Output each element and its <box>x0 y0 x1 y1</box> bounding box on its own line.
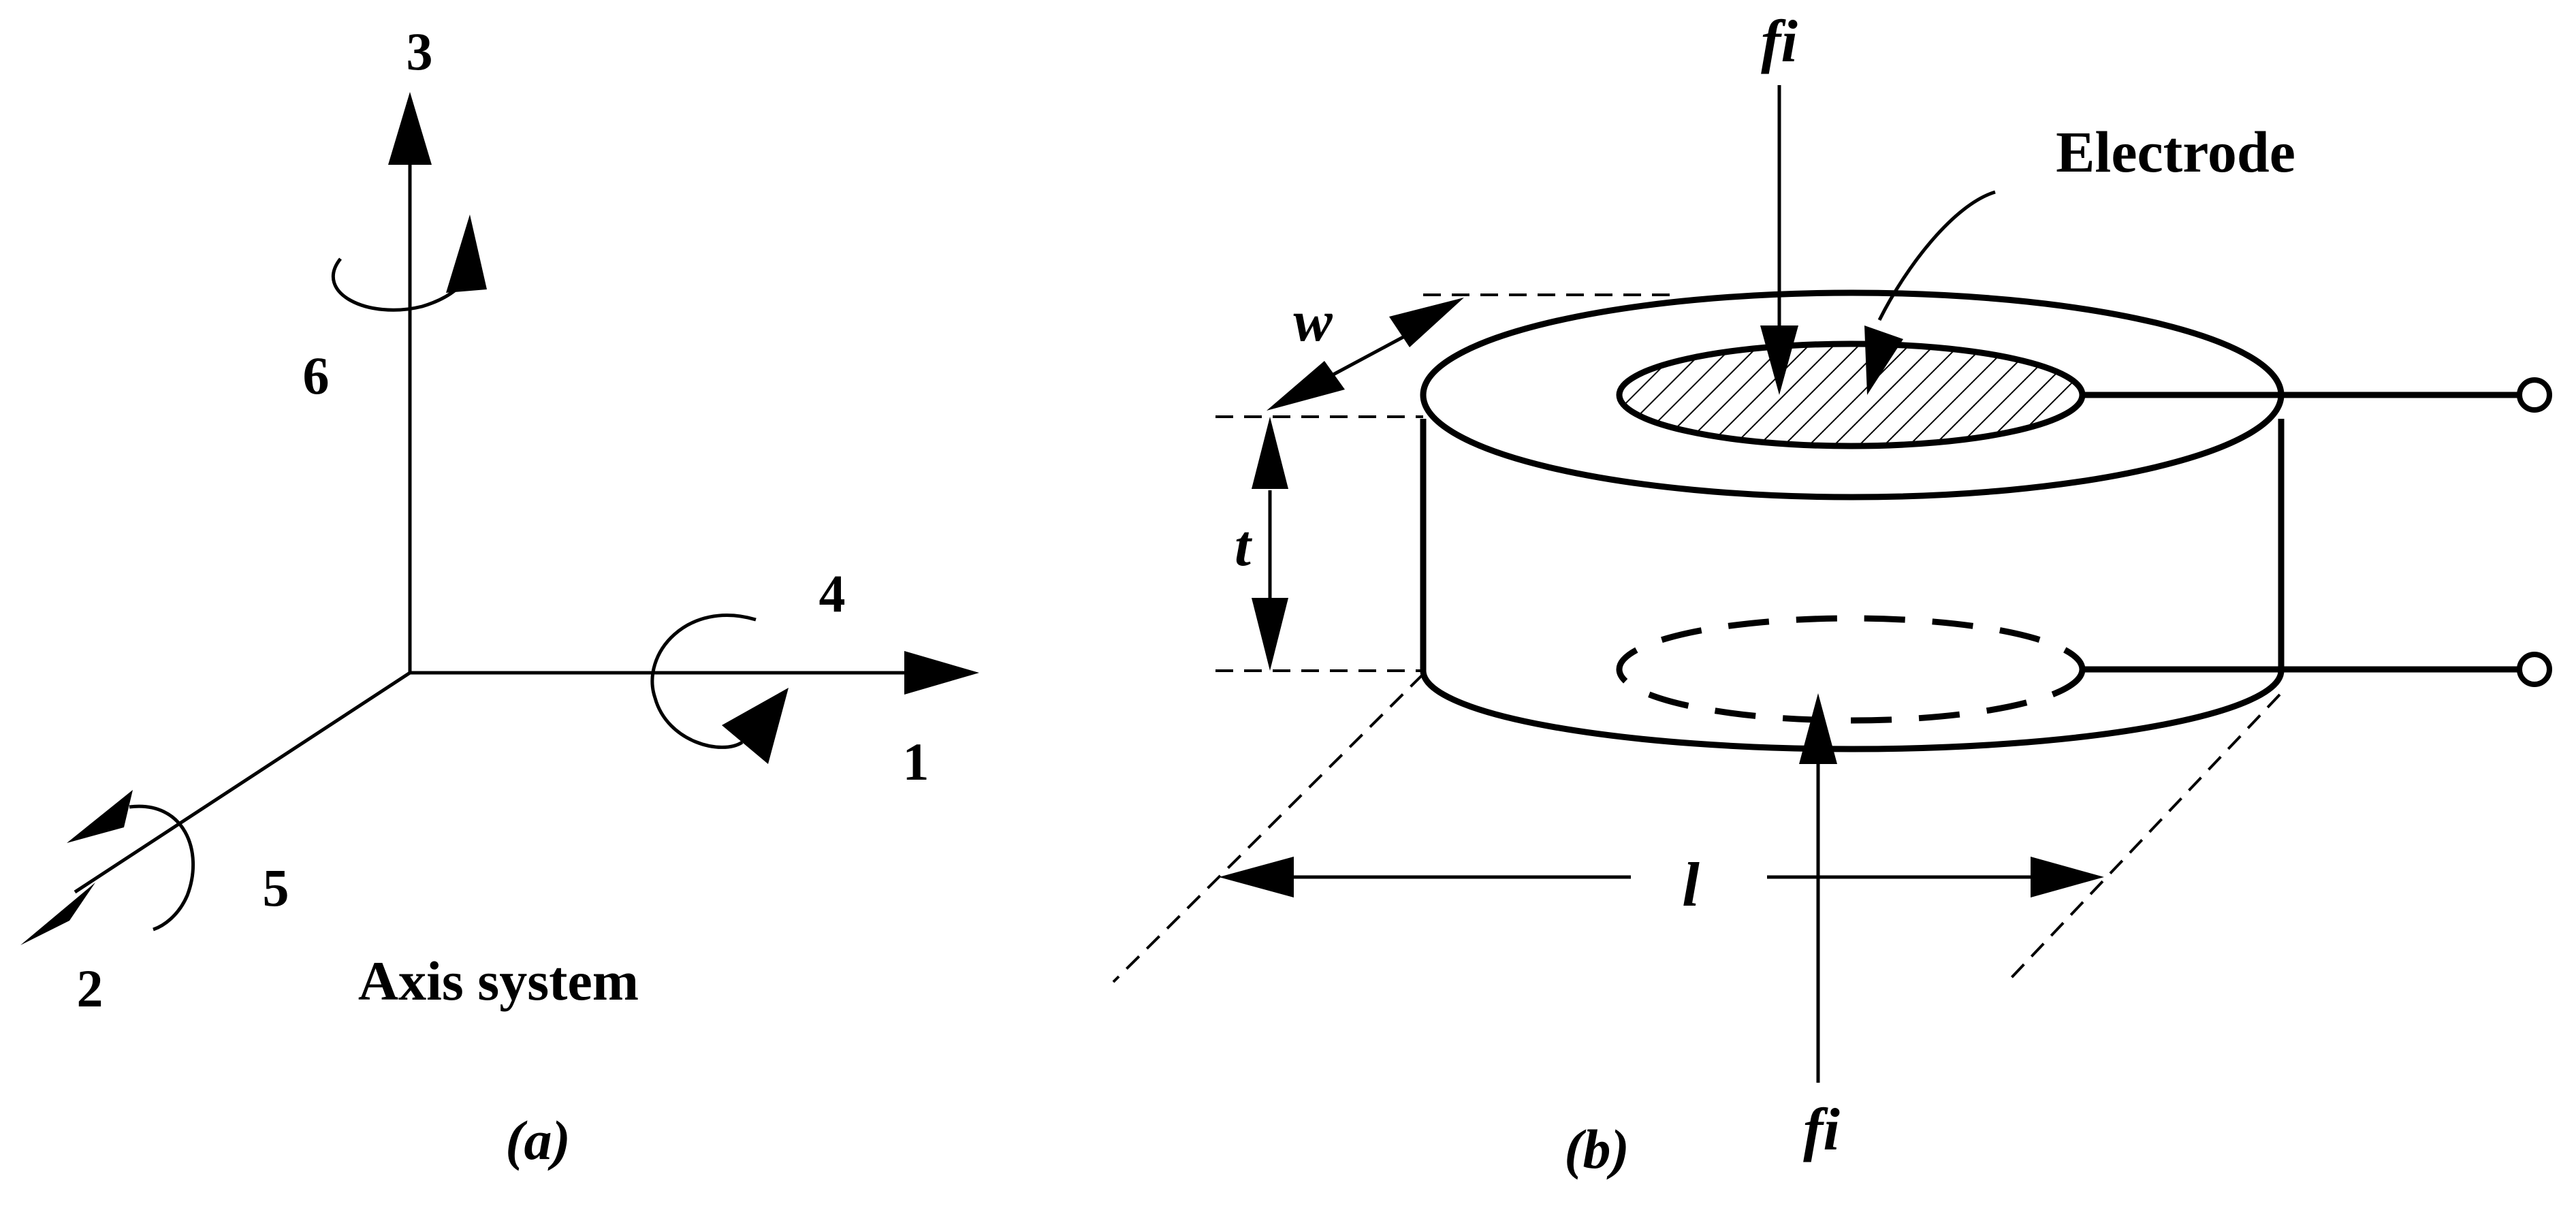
rotation-6-arrowhead <box>446 214 487 293</box>
cylinder-body <box>1420 419 2285 752</box>
bottom-terminal <box>2517 652 2552 687</box>
axis-6-label: 6 <box>303 346 330 405</box>
rotation-5-arc <box>129 804 195 932</box>
bottom-force-arrowhead <box>1799 693 1837 764</box>
axis-3-label: 3 <box>407 22 433 81</box>
top-terminal <box>2517 377 2552 413</box>
t-arrowhead-upper <box>1252 417 1288 489</box>
panel-a-caption: (a) <box>505 1109 571 1171</box>
force-top-label: fi <box>1761 9 1798 75</box>
top-force-arrowhead <box>1760 325 1798 395</box>
electrode-leader-line <box>1877 190 1996 321</box>
width-label: w <box>1293 288 1333 353</box>
axis-2-arrowhead <box>20 883 95 945</box>
thickness-label: t <box>1235 513 1253 578</box>
l-arrowhead-right <box>2031 857 2104 897</box>
top-electrode <box>1616 340 2086 449</box>
electrode-leader-arrowhead <box>1864 325 1903 395</box>
w-arrowhead-upper <box>1389 298 1464 347</box>
rotation-4-arc <box>650 614 757 749</box>
rotation-5-arrowhead <box>67 790 133 843</box>
bottom-electrode <box>1616 615 2086 724</box>
panel-b: fi Electrode w t l fi (b) <box>1112 9 2552 1180</box>
axis-1-arrowhead <box>904 651 979 695</box>
rotation-4-arrowhead <box>722 688 789 764</box>
panel-a: 3 6 4 1 5 2 Axis system (a) <box>20 22 979 1171</box>
axis-1-label: 1 <box>903 732 929 791</box>
l-extension-right <box>2004 693 2281 985</box>
axis-5-label: 5 <box>263 858 289 917</box>
axis-3-arrowhead <box>388 92 432 165</box>
axis-4-label: 4 <box>819 564 846 623</box>
panel-a-title: Axis system <box>358 950 639 1012</box>
axis-2-line <box>74 671 411 894</box>
panel-b-caption: (b) <box>1564 1118 1629 1180</box>
w-arrowhead-lower <box>1267 361 1345 411</box>
length-label: l <box>1682 850 1700 919</box>
t-arrowhead-lower <box>1252 598 1288 671</box>
force-bottom-label: fi <box>1803 1097 1840 1163</box>
l-arrowhead-left <box>1219 857 1294 897</box>
l-extension-left <box>1112 673 1425 983</box>
axis-2-label: 2 <box>77 959 104 1018</box>
electrode-label: Electrode <box>2056 119 2295 185</box>
